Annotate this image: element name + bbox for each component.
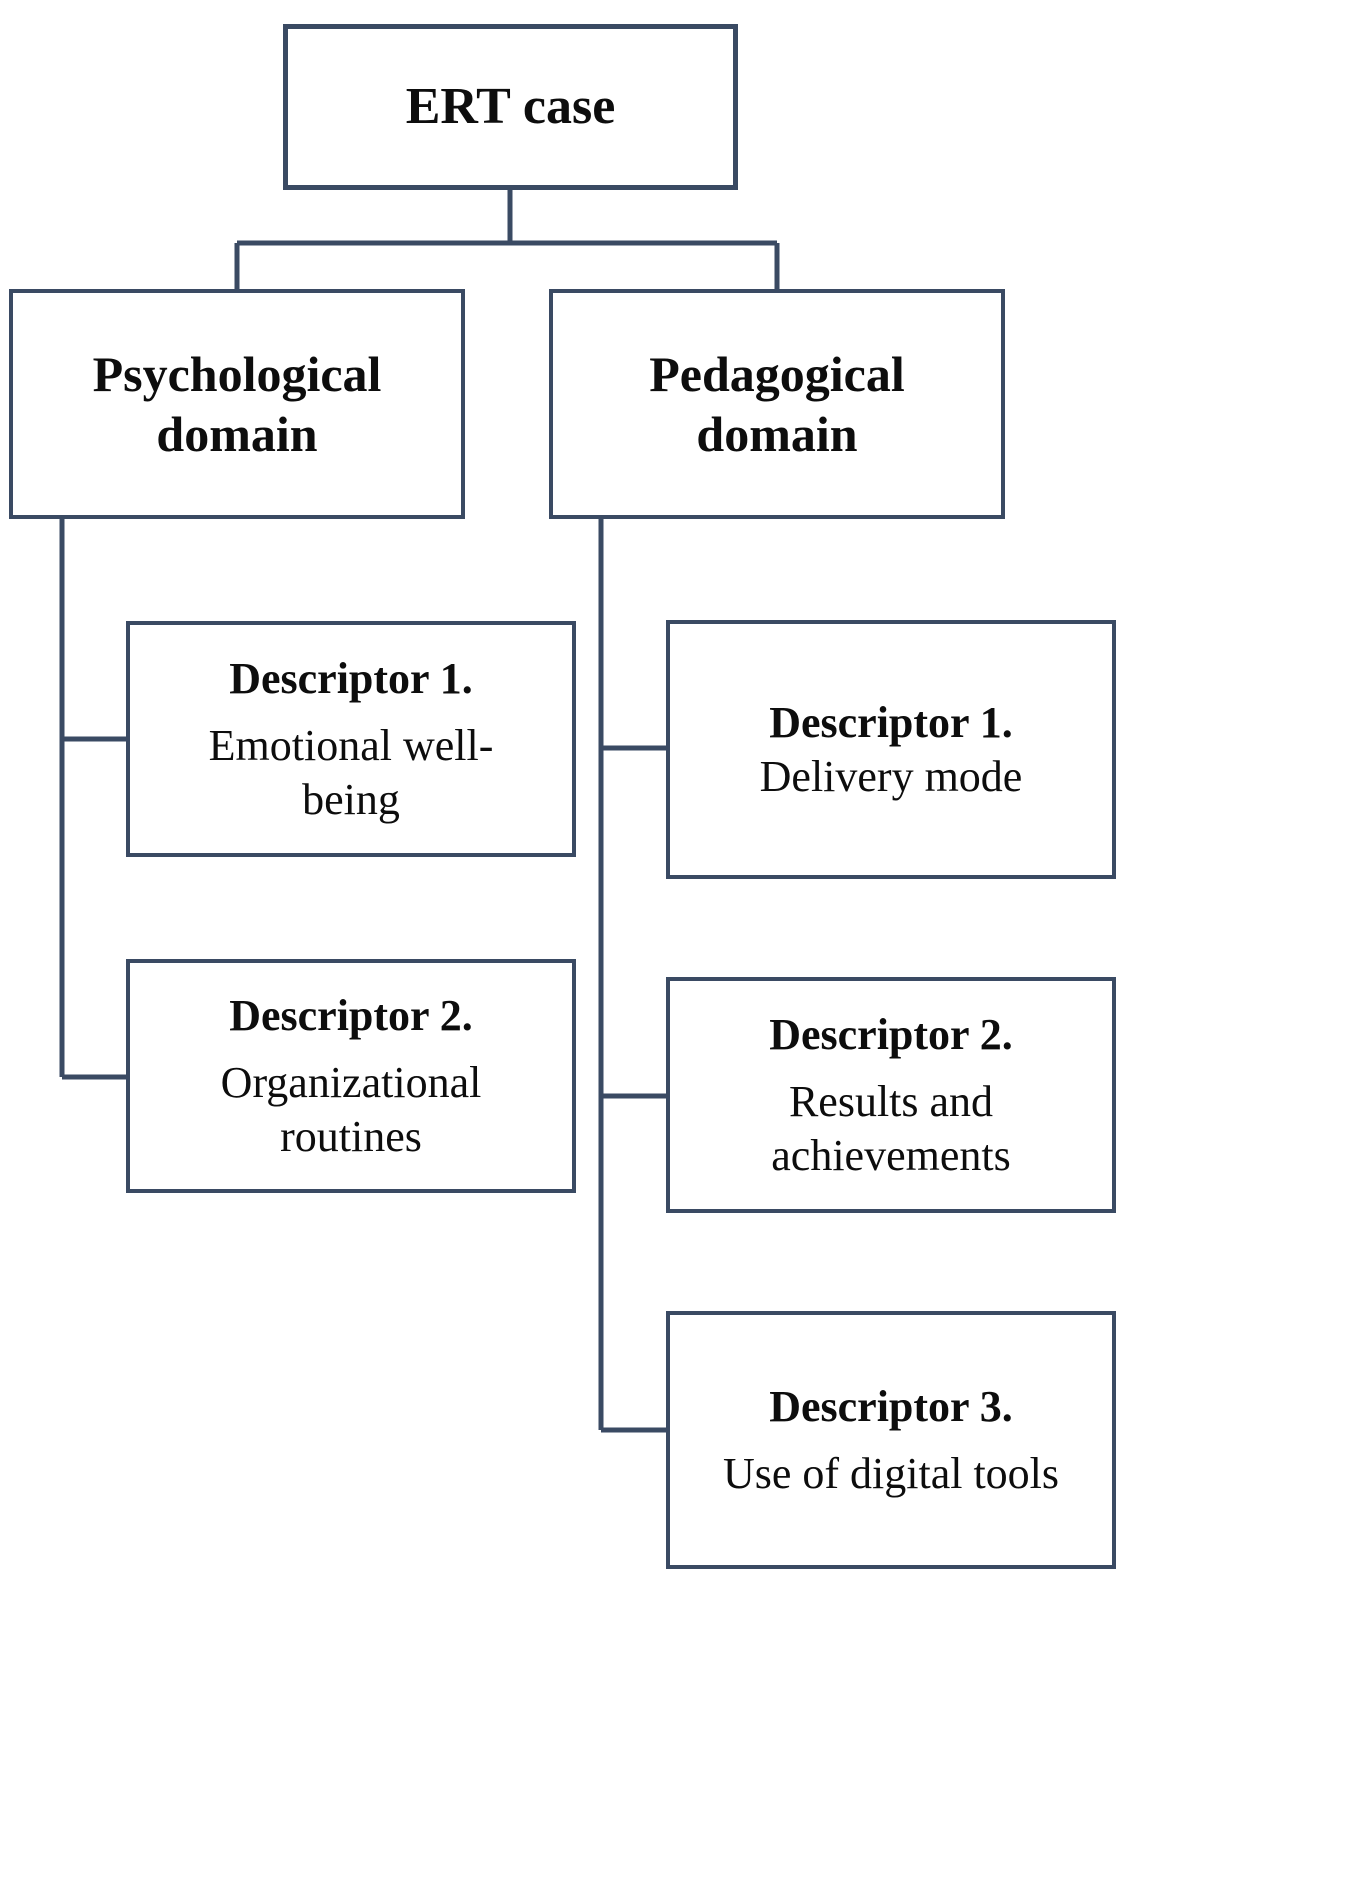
node-psych-descriptor-1-line1: Emotional well- bbox=[208, 721, 494, 771]
node-psych-descriptor-1[interactable]: Descriptor 1. Emotional well- being bbox=[126, 621, 576, 857]
node-psych-descriptor-2[interactable]: Descriptor 2. Organizational routines bbox=[126, 959, 576, 1193]
node-ert-case[interactable]: ERT case bbox=[283, 24, 738, 190]
node-ped-descriptor-2-heading: Descriptor 2. bbox=[769, 1010, 1013, 1060]
node-ped-descriptor-2[interactable]: Descriptor 2. Results and achievements bbox=[666, 977, 1116, 1213]
node-psychological-domain-line2: domain bbox=[156, 406, 318, 462]
node-ped-descriptor-2-line1: Results and bbox=[788, 1077, 994, 1127]
node-ped-descriptor-1-line1: Delivery mode bbox=[759, 751, 1023, 801]
node-ped-descriptor-2-line2: achievements bbox=[771, 1130, 1011, 1180]
node-ert-case-label: ERT case bbox=[405, 77, 616, 135]
node-ped-descriptor-1-heading: Descriptor 1. bbox=[769, 698, 1013, 748]
node-pedagogical-domain-line2: domain bbox=[696, 406, 858, 462]
node-ped-descriptor-3-heading: Descriptor 3. bbox=[769, 1381, 1013, 1431]
node-psych-descriptor-1-line2: being bbox=[302, 774, 400, 824]
node-pedagogical-domain[interactable]: Pedagogical domain bbox=[549, 289, 1005, 519]
node-psych-descriptor-2-heading: Descriptor 2. bbox=[229, 991, 473, 1041]
node-psych-descriptor-1-heading: Descriptor 1. bbox=[229, 654, 473, 704]
node-ped-descriptor-3[interactable]: Descriptor 3. Use of digital tools bbox=[666, 1311, 1116, 1569]
node-psychological-domain-line1: Psychological bbox=[92, 346, 382, 402]
node-ped-descriptor-1[interactable]: Descriptor 1. Delivery mode bbox=[666, 620, 1116, 879]
node-pedagogical-domain-line1: Pedagogical bbox=[649, 346, 905, 402]
node-psychological-domain[interactable]: Psychological domain bbox=[9, 289, 465, 519]
node-psych-descriptor-2-line2: routines bbox=[280, 1111, 422, 1161]
node-psych-descriptor-2-line1: Organizational bbox=[220, 1058, 482, 1108]
node-ped-descriptor-3-line1: Use of digital tools bbox=[722, 1449, 1060, 1498]
